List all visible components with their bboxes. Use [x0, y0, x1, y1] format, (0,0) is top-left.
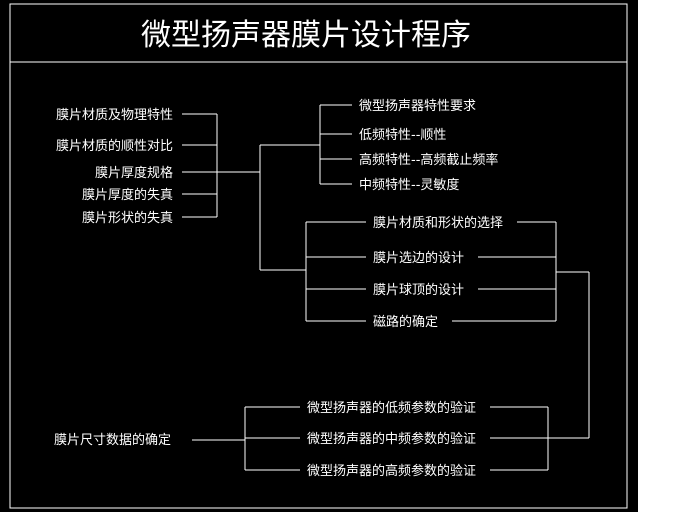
- left-item-4: 膜片厚度的失真: [82, 187, 173, 203]
- req-item-3: 高频特性--高频截止频率: [359, 152, 498, 168]
- size-confirm-label: 膜片尺寸数据的确定: [54, 432, 171, 448]
- left-item-1: 膜片材质及物理特性: [56, 108, 173, 123]
- left-item-5: 膜片形状的失真: [82, 210, 173, 226]
- left-item-2: 膜片材质的顺性对比: [56, 138, 173, 154]
- design-step-2: 膜片选边的设计: [373, 250, 464, 266]
- verify-item-3: 微型扬声器的高频参数的验证: [307, 463, 476, 479]
- design-step-3: 膜片球顶的设计: [373, 282, 464, 298]
- flow-diagram: 微型扬声器膜片设计程序 膜片材质及物理特性 膜片材质的顺性对比 膜片厚度规格 膜…: [9, 3, 628, 509]
- diagram-frame: 微型扬声器膜片设计程序 膜片材质及物理特性 膜片材质的顺性对比 膜片厚度规格 膜…: [0, 0, 638, 512]
- outer-border: [9, 3, 628, 509]
- req-item-1: 微型扬声器特性要求: [359, 99, 476, 114]
- left-item-3: 膜片厚度规格: [95, 165, 173, 181]
- req-item-4: 中频特性--灵敏度: [359, 177, 459, 193]
- diagram-title: 微型扬声器膜片设计程序: [141, 18, 471, 53]
- req-item-2: 低频特性--顺性: [359, 128, 446, 143]
- design-step-4: 磁路的确定: [373, 314, 438, 330]
- verify-item-2: 微型扬声器的中频参数的验证: [307, 431, 476, 447]
- verify-item-1: 微型扬声器的低频参数的验证: [307, 400, 476, 416]
- design-step-1: 膜片材质和形状的选择: [373, 215, 503, 231]
